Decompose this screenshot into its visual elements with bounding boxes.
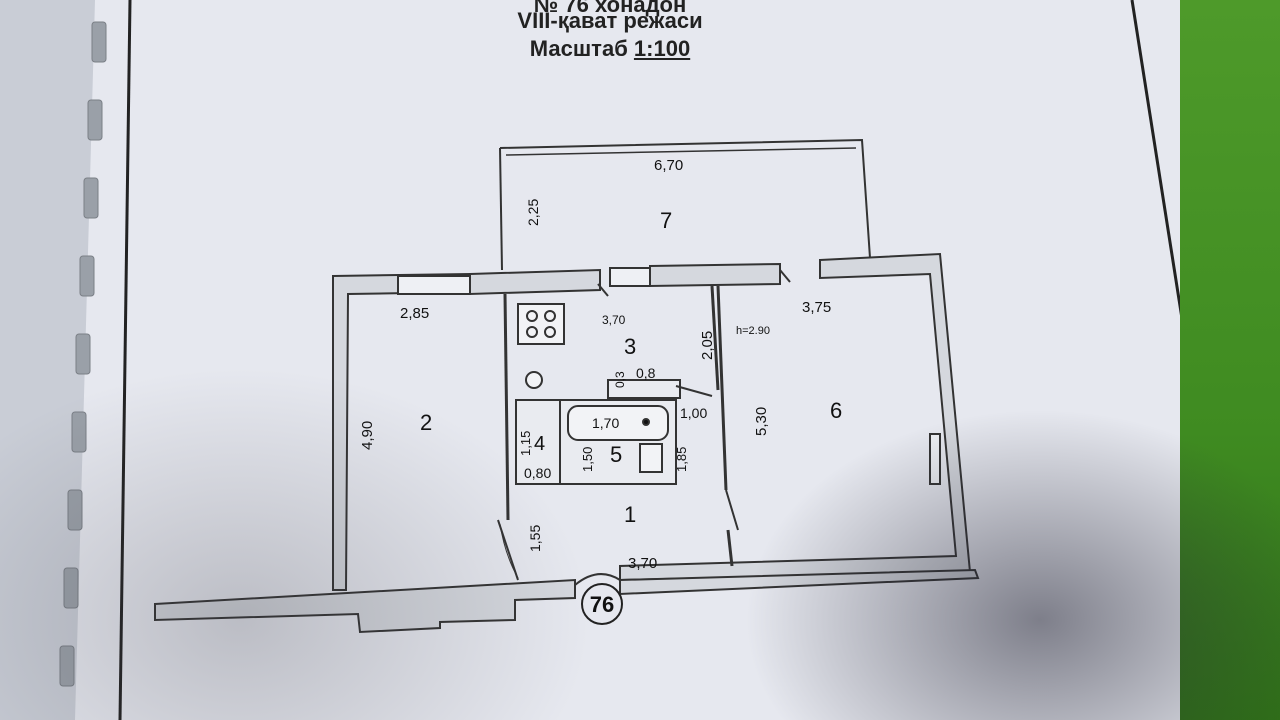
dim-kitchen-width: 3,70 (602, 313, 626, 327)
wall-north-mid (469, 268, 601, 296)
scale-label: Масштаб (529, 36, 628, 61)
room-label-2: 2 (420, 410, 432, 435)
room-label-7: 7 (660, 208, 672, 233)
dim-room2-length: 4,90 (359, 421, 376, 450)
stove (517, 303, 565, 345)
apartment-number: 76 (590, 592, 614, 617)
room-label-3: 3 (624, 334, 636, 359)
room-label-1: 1 (624, 502, 636, 527)
dim-wc-width: 0,80 (524, 465, 551, 481)
dim-opening: 1,00 (680, 405, 707, 421)
wall-north-right (649, 262, 781, 288)
dim-hall-door-depth: 1,55 (527, 525, 543, 552)
dim-kitchen-depth: 2,05 (699, 331, 716, 360)
dim-balcony-width: 6,70 (654, 157, 683, 174)
ceiling-height: h=2.90 (736, 325, 770, 337)
floor-plan-title: VIII-қават режаси (517, 8, 703, 33)
sink-unit (639, 443, 663, 473)
dim-room6-length: 5,30 (753, 407, 770, 436)
scale-line: Масштаб 1:100 (430, 36, 790, 62)
room-label-4: 4 (534, 433, 545, 455)
dim-room2-width: 2,85 (400, 305, 429, 322)
dim-wc-depth: 1,15 (518, 431, 533, 456)
dim-niche-depth: 0,3 (613, 371, 627, 388)
room-label-6: 6 (830, 398, 842, 423)
dim-bath-length: 1,70 (592, 415, 619, 431)
dim-balcony-depth: 2,25 (525, 199, 541, 226)
green-background (1180, 0, 1280, 720)
dim-room6-width: 3,75 (802, 299, 831, 316)
dim-bath-side: 1,85 (674, 447, 689, 472)
dim-bath-depth: 1,50 (580, 447, 595, 472)
room-label-5: 5 (610, 442, 622, 467)
dim-niche-width: 0,8 (636, 365, 656, 381)
scale-value: 1:100 (633, 36, 691, 61)
dim-hall-width: 3,70 (628, 555, 657, 572)
